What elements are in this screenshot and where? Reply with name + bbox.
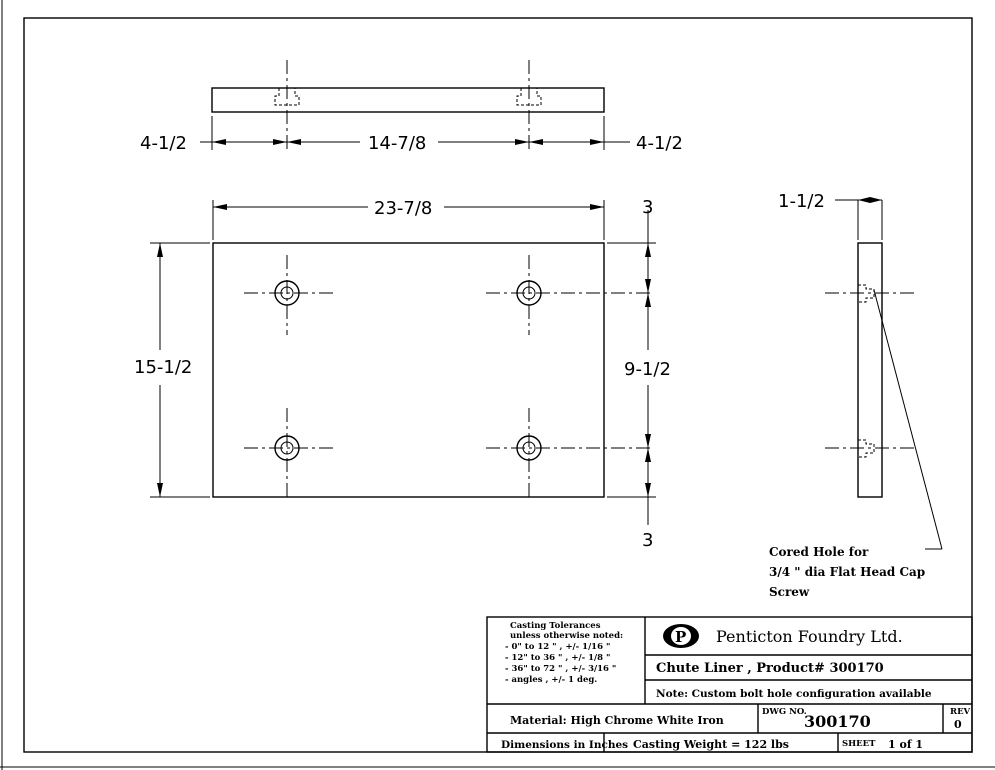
dim-right-mid: 9-1/2 <box>624 359 671 380</box>
rev-number: 0 <box>954 718 962 731</box>
dwg-label: DWG NO. <box>762 707 807 717</box>
title-block <box>486 616 973 753</box>
part-name: Chute Liner , Product# 300170 <box>656 661 884 676</box>
dim-top-right: 4-1/2 <box>636 133 683 154</box>
company-logo: P <box>663 624 699 648</box>
bolt-hole-top-left <box>244 255 335 335</box>
units-label: Dimensions in Inches <box>501 739 628 751</box>
casting-weight: Casting Weight = 122 lbs <box>633 738 789 751</box>
dwg-number: 300170 <box>804 712 871 731</box>
tolerance-line1: Casting Tolerances <box>510 621 601 631</box>
custom-note: Note: Custom bolt hole configuration ava… <box>656 688 932 700</box>
dim-right-bottom: 3 <box>642 530 653 551</box>
sheet-number: 1 of 1 <box>888 738 923 751</box>
rev-label: REV <box>950 707 971 717</box>
tolerance-line3: - 0" to 12 " , +/- 1/16 " <box>505 642 610 652</box>
dim-thickness: 1-1/2 <box>778 191 825 212</box>
dim-width: 23-7/8 <box>374 198 432 219</box>
bolt-hole-bottom-left <box>244 408 335 497</box>
hole-note-line1: Cored Hole for <box>769 545 869 559</box>
dim-height: 15-1/2 <box>134 357 192 378</box>
bolt-hole-top-right <box>486 255 650 335</box>
dim-top-mid: 14-7/8 <box>368 133 426 154</box>
hole-note-line2: 3/4 " dia Flat Head Cap <box>769 565 925 579</box>
tolerance-line5: - 36" to 72 " , +/- 3/16 " <box>505 664 616 674</box>
material: Material: High Chrome White Iron <box>510 714 724 727</box>
bolt-hole-bottom-right <box>486 408 650 497</box>
top-view <box>200 60 630 150</box>
tolerance-line2: unless otherwise noted: <box>510 631 623 641</box>
tolerance-line4: - 12" to 36 " , +/- 1/8 " <box>505 653 610 663</box>
hole-note-line3: Screw <box>769 585 810 599</box>
dim-top-left: 4-1/2 <box>140 133 187 154</box>
side-view <box>825 197 943 550</box>
company-name: Penticton Foundry Ltd. <box>716 627 903 646</box>
dim-right-top: 3 <box>642 197 653 218</box>
tolerance-line6: - angles , +/- 1 deg. <box>505 675 597 685</box>
svg-text:P: P <box>675 628 686 646</box>
front-view <box>150 200 656 525</box>
sheet-label: SHEET <box>842 739 876 749</box>
